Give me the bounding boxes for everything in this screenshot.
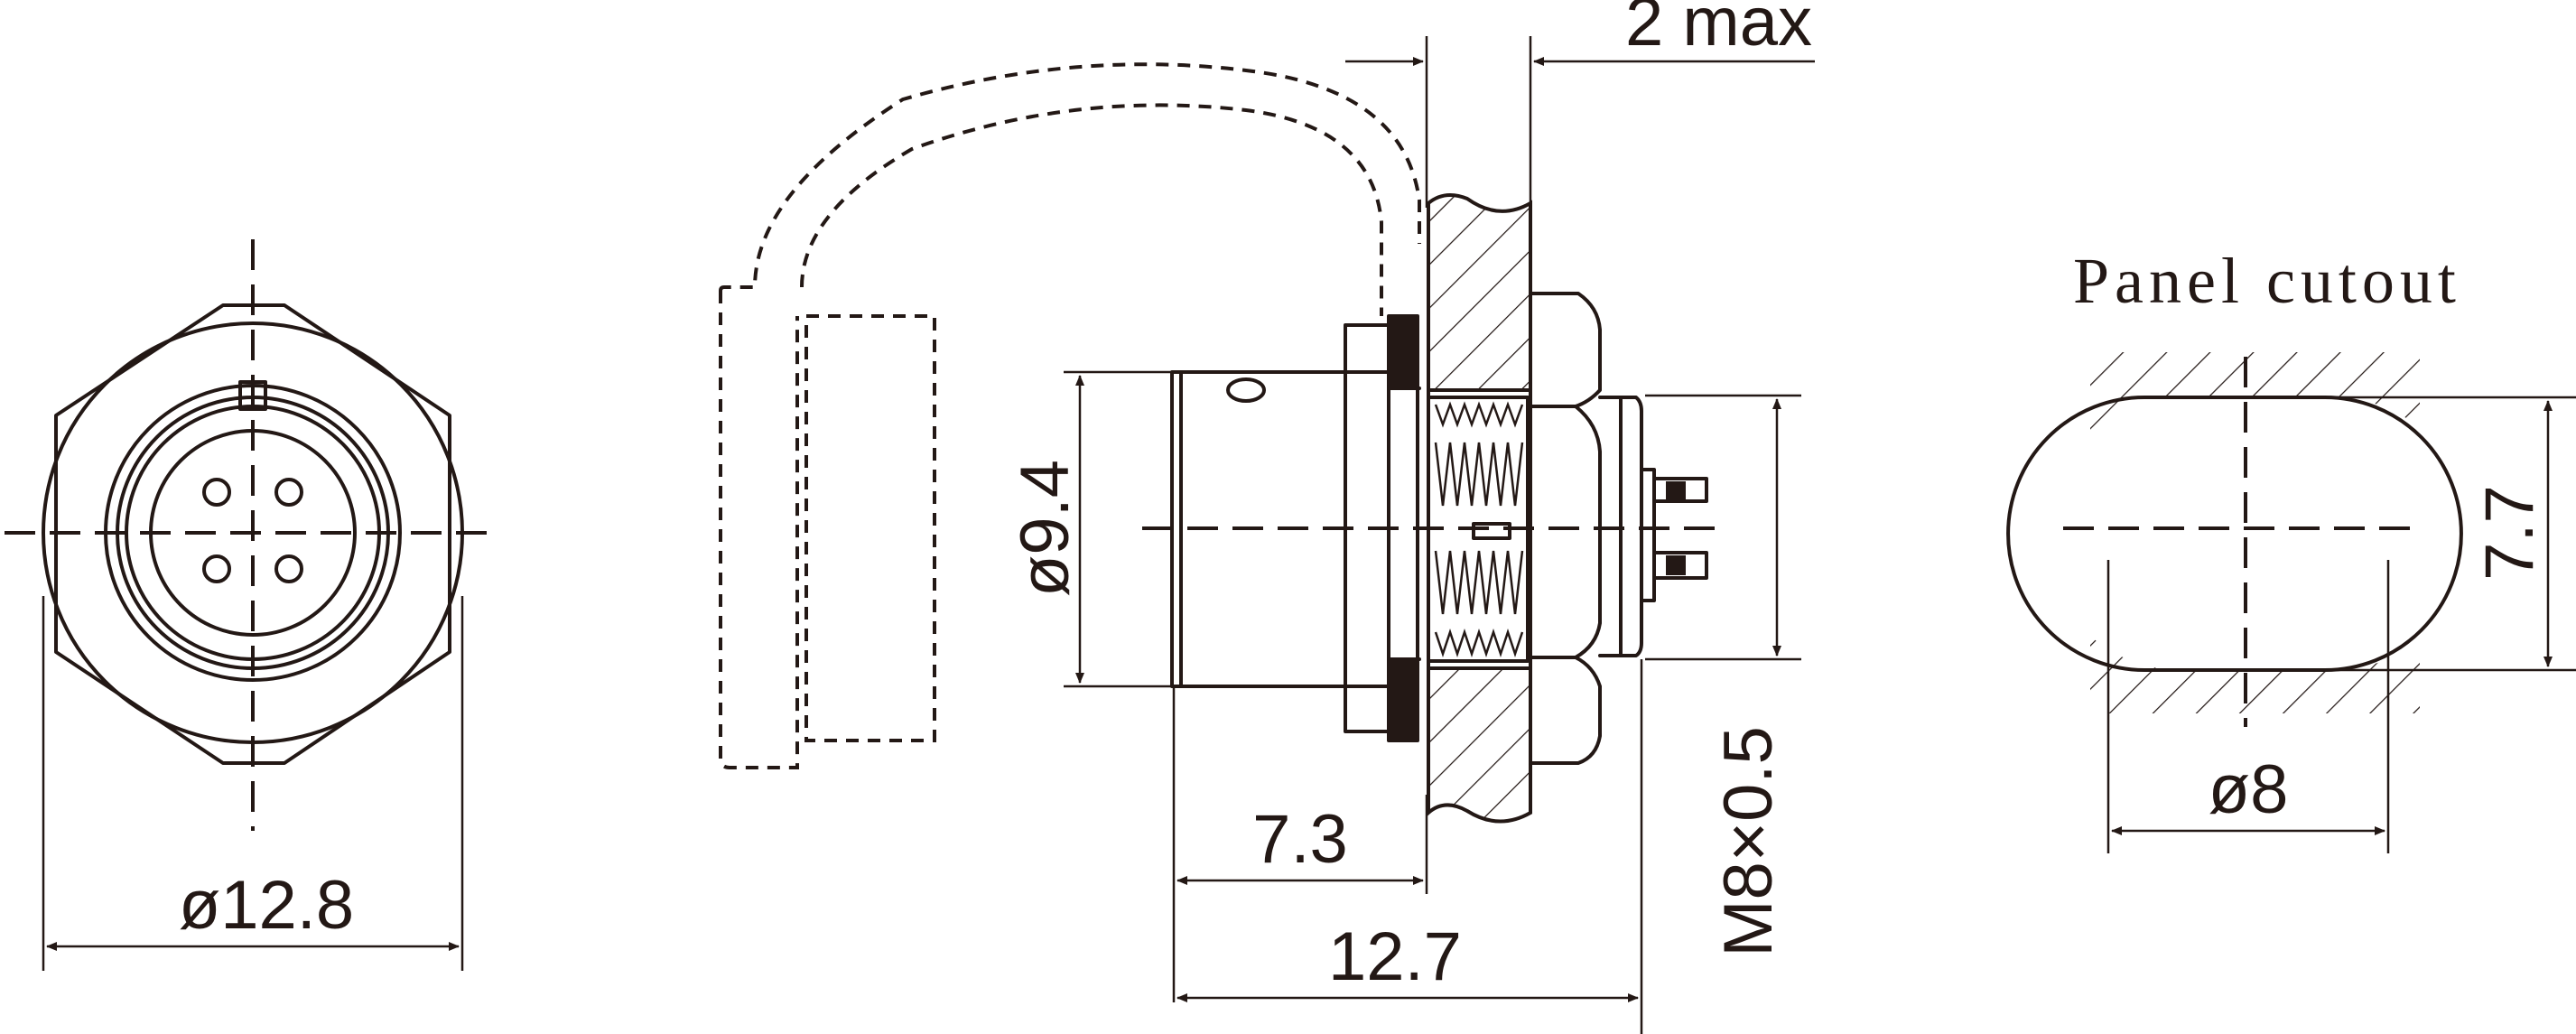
- front-diameter-label: ø12.8: [179, 867, 354, 944]
- hatch-mask-right: [2420, 343, 2460, 722]
- lanyard-inner: [800, 103, 1383, 316]
- cutout-hatch-area: [2059, 352, 2456, 713]
- pin-upper: [1652, 477, 1708, 503]
- dim-8-label: ø8: [2209, 751, 2289, 828]
- dim-127-label: 12.7: [1328, 918, 1462, 995]
- panel-cutout-view: Panel cutout 7.7 ø8: [2006, 245, 2576, 853]
- contact-4: [274, 554, 303, 583]
- rear-insert: [1640, 468, 1656, 602]
- pin-lower-solder: [1666, 555, 1686, 575]
- panel-cutout-title: Panel cutout: [2073, 245, 2461, 317]
- contact-1: [202, 478, 231, 507]
- dust-cap: [804, 314, 936, 742]
- side-view: 2 max ø9.4 7.3 12.7 M8×0.5: [719, 0, 1815, 1034]
- lanyard-outer: [719, 62, 1421, 292]
- dim-73-label: 7.3: [1252, 801, 1348, 878]
- dim-94-label: ø9.4: [1007, 460, 1083, 597]
- nut-middle: [1529, 405, 1602, 659]
- hatch-mask-left: [2059, 343, 2090, 722]
- dim-77-label: 7.7: [2471, 485, 2548, 581]
- cap-strap: [719, 291, 799, 769]
- contact-3: [202, 554, 231, 583]
- nut-bottom: [1529, 656, 1602, 765]
- contact-2: [274, 478, 303, 507]
- gasket-gap: [1390, 388, 1416, 659]
- key-mark: [1226, 377, 1266, 403]
- pin-lower: [1652, 551, 1708, 580]
- pin-upper-solder: [1666, 481, 1686, 499]
- dim-m8-label: M8×0.5: [1710, 726, 1787, 957]
- dim-2max-label: 2 max: [1625, 0, 1812, 61]
- nut-top: [1529, 292, 1602, 408]
- front-view: ø12.8: [5, 239, 501, 971]
